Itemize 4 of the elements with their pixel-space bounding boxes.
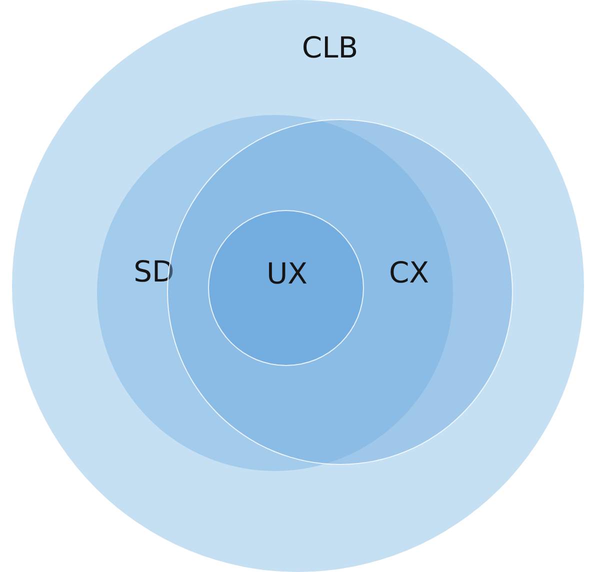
circle-label: SD: [134, 258, 174, 286]
circle-label: CLB: [302, 34, 358, 62]
circle-label: UX: [266, 260, 308, 288]
circle-label: CX: [388, 258, 430, 288]
